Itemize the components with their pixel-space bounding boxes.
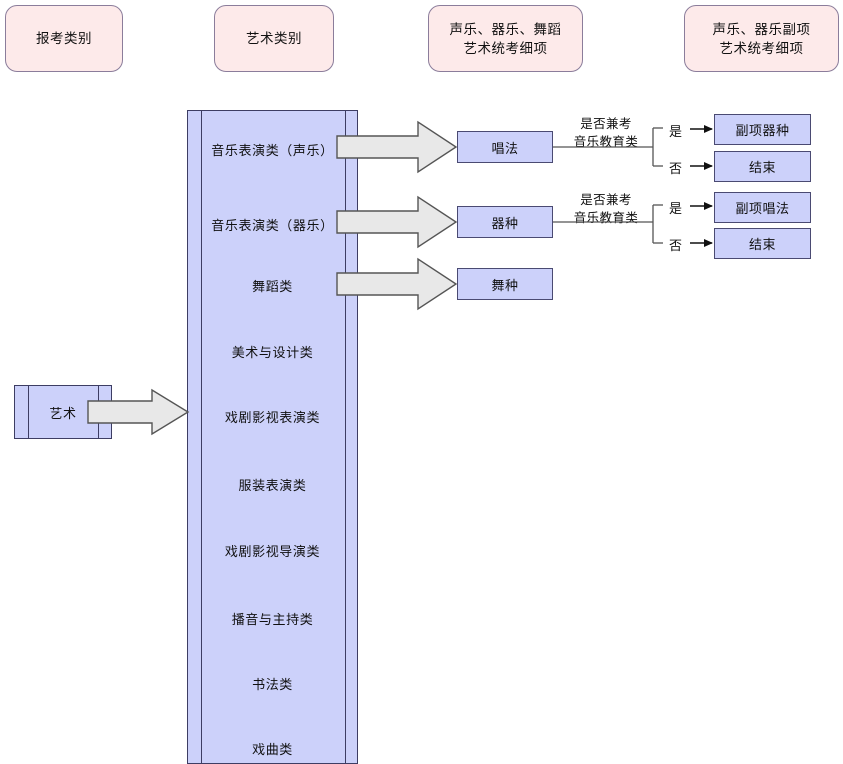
root-node-rail-right (98, 385, 99, 439)
header-box-minor-subject-details: 声乐、器乐副项 艺术统考细项 (684, 5, 839, 72)
branch-question-1-line2: 音乐教育类 (573, 135, 639, 149)
category-item-music-vocal: 音乐表演类（声乐） (211, 143, 334, 158)
subject-box-label: 唱法 (491, 140, 519, 156)
branch-2-yes-label: 是 (669, 201, 683, 216)
result-box-minor-vocal: 副项唱法 (714, 192, 811, 223)
header-box-label: 声乐、器乐、舞蹈 艺术统考细项 (449, 21, 562, 56)
result-box-end-1: 结束 (714, 151, 811, 182)
root-node-label: 艺术 (49, 405, 77, 421)
branch-1-no-label: 否 (669, 161, 683, 176)
subject-box-dance-type: 舞种 (457, 268, 553, 300)
branch-question-2-line2: 音乐教育类 (573, 211, 639, 225)
branch-1-yes-label: 是 (669, 124, 683, 139)
root-node-rail-left (28, 385, 29, 439)
header-box-subject-details: 声乐、器乐、舞蹈 艺术统考细项 (428, 5, 583, 72)
category-item-broadcasting-hosting: 播音与主持类 (231, 612, 314, 627)
subject-box-vocal-method: 唱法 (457, 131, 553, 163)
branch-question-2-line1: 是否兼考 (580, 193, 632, 207)
category-item-dance: 舞蹈类 (252, 279, 293, 294)
category-item-drama-film-acting: 戏剧影视表演类 (224, 410, 321, 425)
result-box-label: 结束 (748, 160, 776, 175)
branch-question-1-line1: 是否兼考 (580, 117, 632, 131)
result-box-minor-instrument: 副项器种 (714, 114, 811, 145)
result-box-label: 副项唱法 (735, 201, 790, 216)
category-item-drama-film-directing: 戏剧影视导演类 (224, 544, 321, 559)
header-box-art-category: 艺术类别 (214, 5, 334, 72)
result-box-label: 结束 (748, 237, 776, 252)
header-box-report-category: 报考类别 (5, 5, 123, 72)
header-box-label: 艺术类别 (246, 31, 302, 46)
subject-box-label: 器种 (491, 215, 519, 231)
category-item-traditional-opera: 戏曲类 (252, 742, 293, 757)
header-box-label: 声乐、器乐副项 艺术统考细项 (712, 21, 811, 56)
category-item-fine-arts-design: 美术与设计类 (231, 345, 314, 360)
subject-box-instrument-type: 器种 (457, 206, 553, 238)
subject-box-label: 舞种 (491, 277, 519, 293)
result-box-end-2: 结束 (714, 228, 811, 259)
category-item-fashion-modeling: 服装表演类 (238, 478, 307, 493)
category-item-music-instrument: 音乐表演类（器乐） (211, 218, 334, 233)
category-column (187, 110, 358, 764)
category-item-calligraphy: 书法类 (252, 677, 293, 692)
category-column-rail-right (345, 110, 346, 764)
result-box-label: 副项器种 (735, 123, 790, 138)
branch-2-no-label: 否 (669, 238, 683, 253)
category-column-rail-left (201, 110, 202, 764)
header-box-label: 报考类别 (36, 31, 92, 46)
